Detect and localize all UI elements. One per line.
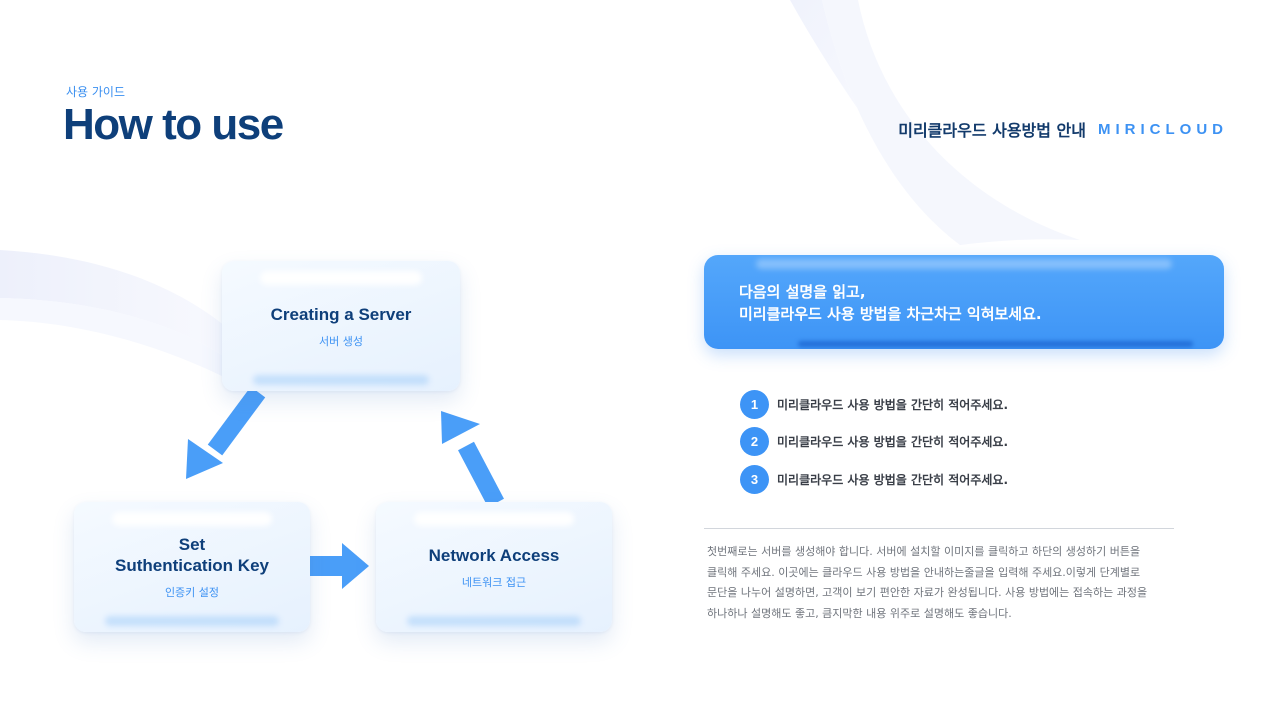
node-subtitle: 인증키 설정 xyxy=(164,586,220,599)
node-subtitle: 서버 생성 xyxy=(319,334,363,348)
description-line: 하나하나 설명해도 좋고, 큼지막한 내용 위주로 설명해도 좋습니다. xyxy=(707,606,1012,620)
eyebrow-label: 사용 가이드 xyxy=(66,85,126,99)
header-guide-label: 미리클라우드 사용방법 안내 xyxy=(898,121,1086,140)
page-title: How to use xyxy=(63,100,284,149)
banner-line-1: 다음의 설명을 읽고, xyxy=(739,283,866,301)
step-item: 3 미리클라우드 사용 방법을 간단히 적어주세요. xyxy=(740,464,1008,494)
header-right: 미리클라우드 사용방법 안내 MIRICLOUD xyxy=(898,117,1228,141)
node-creating-server: Creating a Server 서버 생성 xyxy=(222,261,460,391)
node-title: Network Access xyxy=(428,545,560,565)
step-text: 미리클라우드 사용 방법을 간단히 적어주세요. xyxy=(777,472,1009,487)
description-line: 문단을 나누어 설명하면, 고객이 보기 편안한 자료가 완성됩니다. 사용 방… xyxy=(707,586,1148,599)
node-subtitle: 네트워크 접근 xyxy=(461,575,527,589)
description-line: 클릭해 주세요. 이곳에는 클라우드 사용 방법을 안내하는줄글을 입력해 주세… xyxy=(707,565,1141,579)
node-title: Creating a Server xyxy=(270,304,412,324)
step-number-badge: 3 xyxy=(740,464,769,494)
description-line: 첫번째로는 서버를 생성해야 합니다. 서버에 설치할 이미지를 클릭하고 하단… xyxy=(707,545,1141,558)
step-text: 미리클라우드 사용 방법을 간단히 적어주세요. xyxy=(777,397,1009,412)
description-paragraph: 첫번째로는 서버를 생성해야 합니다. 서버에 설치할 이미지를 클릭하고 하단… xyxy=(707,542,1177,624)
step-text: 미리클라우드 사용 방법을 간단히 적어주세요. xyxy=(777,435,1009,449)
step-number-badge: 1 xyxy=(740,389,769,419)
intro-banner: 다음의 설명을 읽고, 미리클라우드 사용 방법을 차근차근 익혀보세요. xyxy=(704,255,1224,349)
step-item: 2 미리클라우드 사용 방법을 간단히 적어주세요. xyxy=(740,427,1008,457)
node-network-access: Network Access 네트워크 접근 xyxy=(376,502,612,632)
arrow-key-to-network xyxy=(310,543,369,589)
step-list: 1 미리클라우드 사용 방법을 간단히 적어주세요. 2 미리클라우드 사용 방… xyxy=(740,389,1008,502)
step-item: 1 미리클라우드 사용 방법을 간단히 적어주세요. xyxy=(740,389,1008,419)
node-set-auth-key: Set Suthentication Key 인증키 설정 xyxy=(74,502,310,632)
arrow-server-to-key xyxy=(186,386,266,479)
node-title: Set Suthentication Key xyxy=(115,535,269,575)
brand-logo-text: MIRICLOUD xyxy=(1098,120,1228,138)
banner-line-2: 미리클라우드 사용 방법을 차근차근 익혀보세요. xyxy=(739,305,1042,323)
arrow-network-to-server xyxy=(441,411,504,508)
divider xyxy=(704,528,1174,529)
step-number-badge: 2 xyxy=(740,427,769,456)
